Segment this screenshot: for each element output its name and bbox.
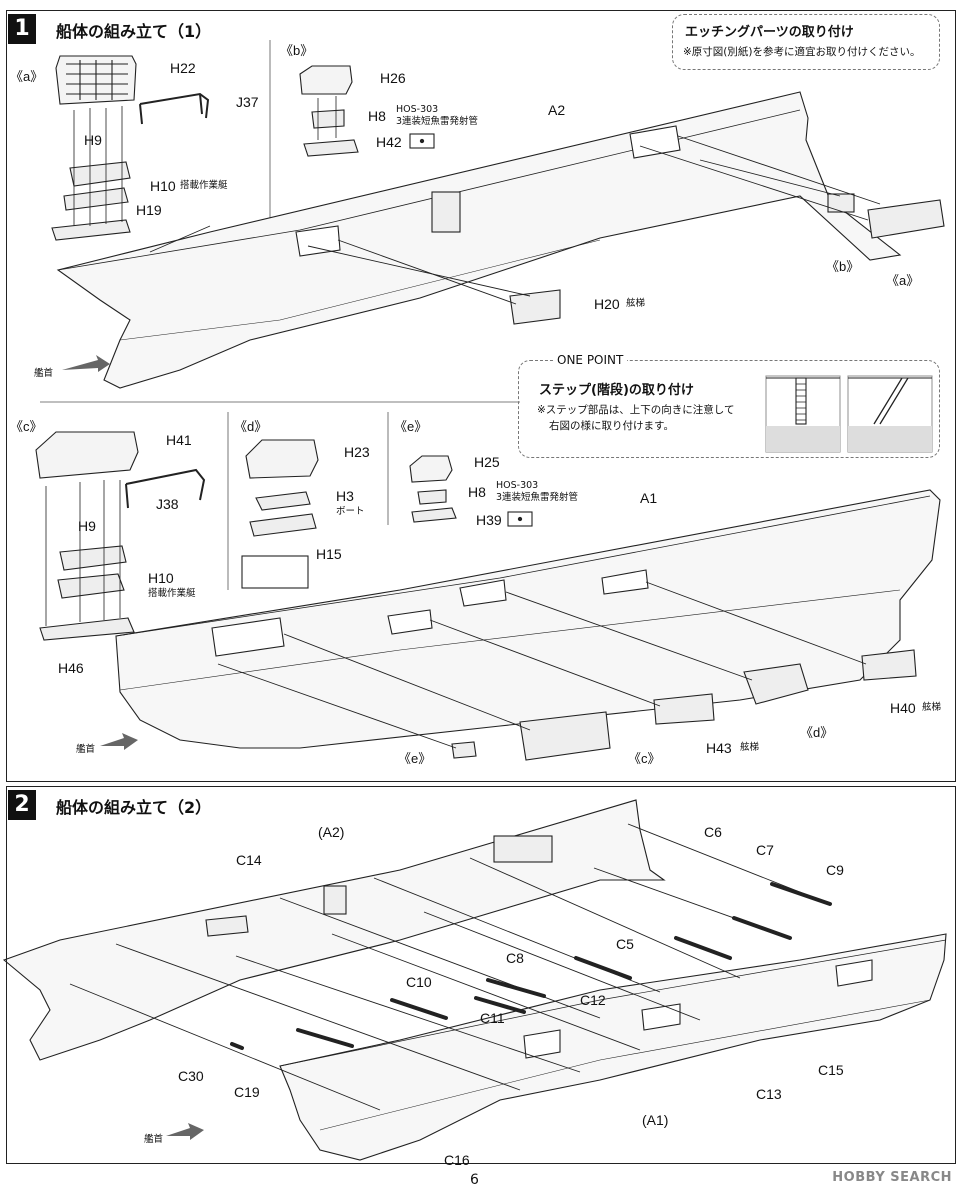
- label-c19: C19: [234, 1084, 260, 1100]
- label-c6: C6: [704, 824, 722, 840]
- note-h40: 舷梯: [922, 702, 942, 713]
- note-h3: ボート: [336, 506, 365, 517]
- bow-label-upper: 艦首: [34, 368, 54, 379]
- bow-label-lower: 艦首: [76, 744, 96, 755]
- one-point-note: ONE POINT ステップ(階段)の取り付け ※ステップ部品は、上下の向きに注…: [518, 353, 940, 458]
- label-c9: C9: [826, 862, 844, 878]
- subassembly-b-drawing: [299, 65, 435, 157]
- label-step2-a1: (A1): [642, 1112, 669, 1128]
- one-point-line2: 右図の様に取り付けます。: [549, 420, 674, 432]
- step1-title: 船体の組み立て（1）: [56, 22, 212, 41]
- subassembly-e-drawing: [409, 455, 533, 527]
- label-j38: J38: [156, 496, 179, 512]
- label-c13: C13: [756, 1086, 782, 1102]
- label-h42: H42: [376, 134, 402, 150]
- step2-drawing: [2, 799, 947, 1161]
- label-h40: H40: [890, 700, 916, 716]
- step1-number: 1: [8, 14, 36, 44]
- label-h25: H25: [474, 454, 500, 470]
- label-h22: H22: [170, 60, 196, 76]
- step2-number: 2: [8, 790, 36, 820]
- one-point-title: ステップ(階段)の取り付け: [539, 383, 694, 398]
- subassembly-c-drawing: [35, 431, 206, 641]
- subassembly-a-drawing: [51, 55, 210, 241]
- label-h3: H3: [336, 488, 354, 504]
- assembly-arrows-a2: [149, 135, 881, 305]
- label-h41: H41: [166, 432, 192, 448]
- note-h10-a: 搭載作業艇: [180, 180, 228, 191]
- sub-c-tag: 《c》: [10, 419, 43, 434]
- label-c10: C10: [406, 974, 432, 990]
- label-h23: H23: [344, 444, 370, 460]
- note-h8-e-1: HOS-303: [496, 480, 539, 491]
- sub-b-tag: 《b》: [280, 43, 314, 58]
- note-h10-c: 搭載作業艇: [148, 588, 196, 599]
- etching-parts-note: エッチングパーツの取り付け ※原寸図(別紙)を参考に適宜お取り付けください。: [672, 14, 940, 70]
- watermark: HOBBY SEARCH: [832, 1170, 952, 1185]
- note-h20: 舷梯: [626, 298, 646, 309]
- etching-note-title: エッチングパーツの取り付け: [685, 25, 854, 40]
- label-c11: C11: [480, 1010, 505, 1026]
- step-diagram-figures: [765, 375, 933, 453]
- label-h8-b: H8: [368, 108, 386, 124]
- a2-tag-a: 《a》: [886, 273, 920, 288]
- one-point-header: ONE POINT: [553, 353, 628, 367]
- bow-arrow-upper: [62, 355, 110, 372]
- page-number: 6: [470, 1172, 479, 1188]
- label-c7: C7: [756, 842, 774, 858]
- label-a1: A1: [640, 490, 658, 506]
- note-h8-b-2: 3連装短魚雷発射管: [396, 116, 479, 127]
- label-a2: A2: [548, 102, 566, 118]
- label-h43: H43: [706, 740, 732, 756]
- hull-a1-drawing: [115, 489, 941, 761]
- label-h9-c: H9: [78, 518, 96, 534]
- label-c8: C8: [506, 950, 524, 966]
- bow-arrow-lower: [100, 733, 138, 750]
- label-h19: H19: [136, 202, 162, 218]
- assembly-arrows-a1: [217, 581, 867, 749]
- subassembly-d-drawing: [241, 439, 319, 589]
- label-h8-e: H8: [468, 484, 486, 500]
- label-c15: C15: [818, 1062, 844, 1078]
- sub-d-tag: 《d》: [234, 419, 268, 434]
- label-j37: J37: [236, 94, 259, 110]
- one-point-line1: ※ステップ部品は、上下の向きに注意して: [537, 404, 735, 416]
- bow-arrow-step2: [166, 1123, 204, 1140]
- a1-tag-c: 《c》: [628, 751, 661, 766]
- label-h39: H39: [476, 512, 502, 528]
- hull-a2-drawing: [56, 91, 945, 389]
- hull-a2-step2: [2, 799, 666, 1061]
- label-c5: C5: [616, 936, 634, 952]
- label-h10-a: H10: [150, 178, 176, 194]
- etching-note-body: ※原寸図(別紙)を参考に適宜お取り付けください。: [683, 46, 921, 58]
- a1-tag-e: 《e》: [398, 751, 432, 766]
- label-c14: C14: [236, 852, 262, 868]
- label-h26: H26: [380, 70, 406, 86]
- hull-a1-step2: [279, 933, 947, 1161]
- step2-title: 船体の組み立て（2）: [56, 798, 212, 817]
- note-h8-b-1: HOS-303: [396, 104, 439, 115]
- label-h10-c: H10: [148, 570, 174, 586]
- label-h20: H20: [594, 296, 620, 312]
- label-h46: H46: [58, 660, 84, 676]
- label-h9-a: H9: [84, 132, 102, 148]
- a1-tag-d: 《d》: [800, 725, 834, 740]
- sub-e-tag: 《e》: [394, 419, 428, 434]
- sub-a-tag: 《a》: [10, 69, 44, 84]
- note-h43: 舷梯: [740, 742, 760, 753]
- a2-tag-b: 《b》: [826, 259, 860, 274]
- label-c30: C30: [178, 1068, 204, 1084]
- label-step2-a2: (A2): [318, 824, 345, 840]
- step2-panel: [6, 786, 956, 1164]
- label-c12: C12: [580, 992, 606, 1008]
- label-c16: C16: [444, 1152, 470, 1168]
- note-h8-e-2: 3連装短魚雷発射管: [496, 492, 579, 503]
- label-h15: H15: [316, 546, 342, 562]
- bow-label-step2: 艦首: [144, 1134, 164, 1145]
